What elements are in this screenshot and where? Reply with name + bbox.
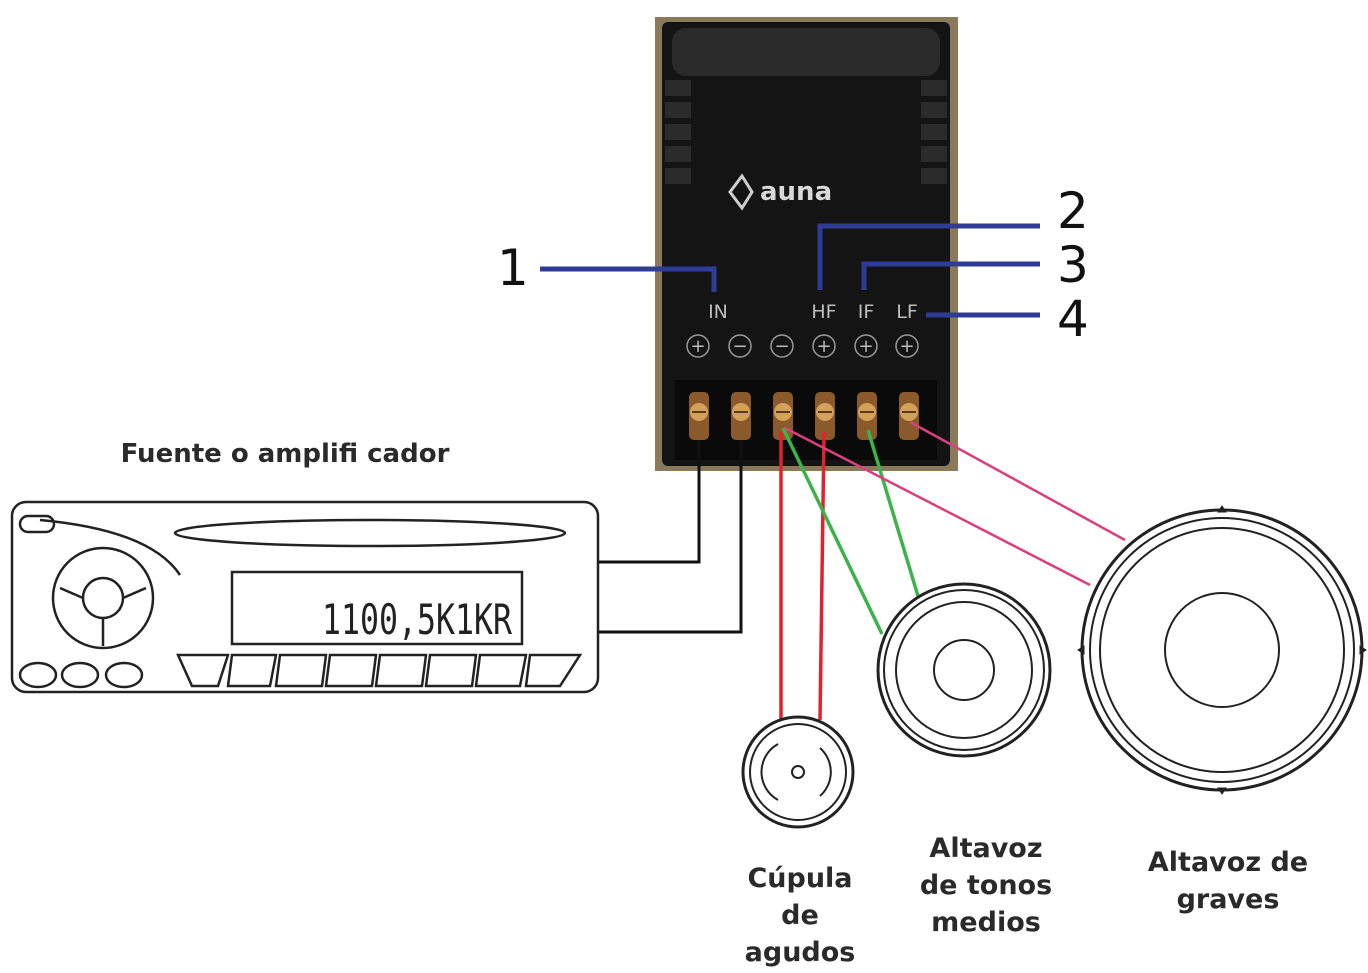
- woofer-wires: [784, 420, 1126, 587]
- screw-terminal-6: [899, 392, 919, 440]
- polarity-4: +: [816, 336, 831, 357]
- tweeter-dome-arc: [760, 743, 779, 801]
- screw-terminal-2: [731, 392, 751, 440]
- tweeter-center: [791, 765, 805, 779]
- preset-button-3: [104, 661, 144, 689]
- terminal-label-hf: HF: [811, 301, 836, 323]
- label-midrange: Altavoz de tonos medios: [919, 833, 1053, 938]
- volume-knob-spokes: [59, 586, 147, 646]
- woofer-dust-cap: [1164, 592, 1280, 708]
- midrange-frame: [876, 582, 1052, 758]
- function-buttons: [176, 653, 583, 688]
- woofer-speaker: [1077, 505, 1367, 795]
- midrange-speaker: [876, 582, 1052, 758]
- terminal-label-in: IN: [708, 301, 728, 323]
- terminal-screws: [689, 392, 919, 440]
- woofer-wire-negative: [784, 426, 1091, 587]
- midrange-wires: [781, 427, 920, 635]
- screw-terminal-3: [773, 392, 793, 440]
- eject-button: [18, 514, 56, 534]
- volume-knob-center: [81, 576, 125, 620]
- volume-knob-outer: [51, 546, 155, 650]
- preset-button-2: [60, 661, 100, 689]
- brand-logo-icon: auna: [728, 173, 832, 211]
- callout-lines: [540, 223, 1040, 318]
- tweeter-inner-ring: [749, 723, 847, 821]
- woofer-mount-tabs: [1077, 505, 1367, 795]
- input-wires: [598, 440, 743, 634]
- callout-number-3: 3: [1057, 236, 1089, 294]
- callout-line-1: [540, 266, 717, 292]
- tweeter-wire-positive: [818, 431, 826, 721]
- woofer-surround-outer: [1089, 517, 1355, 783]
- screw-terminal-4: [815, 392, 835, 440]
- woofer-wire-positive: [909, 420, 1126, 542]
- screw-terminal-1: [689, 392, 709, 440]
- polarity-5: +: [858, 336, 873, 357]
- screw-terminal-5: [857, 392, 877, 440]
- tweeter-dome-arc-2: [819, 747, 832, 797]
- label-woofer: Altavoz de graves: [1147, 847, 1309, 915]
- callout-number-4: 4: [1057, 290, 1089, 348]
- terminal-label-lf: LF: [896, 301, 918, 323]
- label-tweeter: Cúpula de agudos: [744, 863, 856, 968]
- midrange-surround-outer: [883, 589, 1045, 751]
- head-unit-body: [10, 500, 600, 694]
- polarity-3: −: [774, 336, 789, 357]
- woofer-surround-inner: [1099, 527, 1345, 773]
- midrange-wire-negative: [781, 427, 884, 635]
- midrange-dust-cap: [933, 639, 995, 701]
- terminal-block: [675, 380, 937, 460]
- terminal-label-if: IF: [858, 301, 875, 323]
- lcd-readout: 1100,5K1KR: [322, 595, 513, 644]
- callout-line-2: [817, 223, 1040, 290]
- input-wire-negative: [598, 440, 743, 634]
- woofer-frame: [1080, 508, 1364, 792]
- crossover-top-bevel: [672, 28, 940, 76]
- label-source: Fuente o amplifi cador: [120, 439, 450, 469]
- cooling-fins-right: [921, 80, 947, 184]
- polarity-6: +: [899, 336, 914, 357]
- head-unit: [10, 500, 600, 694]
- brand-logo-text: auna: [760, 177, 832, 207]
- callout-number-1: 1: [497, 239, 529, 297]
- polarity-2: −: [732, 336, 747, 357]
- callout-line-3: [861, 261, 1040, 290]
- tweeter-speaker: [741, 715, 855, 829]
- tweeter-wires: [779, 431, 826, 721]
- polarity-1: +: [690, 336, 705, 357]
- cooling-fins-left: [665, 80, 691, 184]
- input-wire-positive: [598, 440, 701, 564]
- crossover-unit: auna IN HF IF LF + − − + + +: [655, 17, 958, 471]
- polarity-row: + − − + + +: [686, 334, 919, 358]
- midrange-surround-inner: [895, 601, 1033, 739]
- disc-slot: [173, 518, 567, 548]
- preset-button-1: [18, 661, 58, 689]
- faceplate-curve: [39, 518, 182, 576]
- callout-number-2: 2: [1057, 182, 1089, 240]
- lcd-display: [230, 570, 524, 646]
- tweeter-outer-ring: [741, 715, 855, 829]
- midrange-wire-positive: [866, 429, 920, 597]
